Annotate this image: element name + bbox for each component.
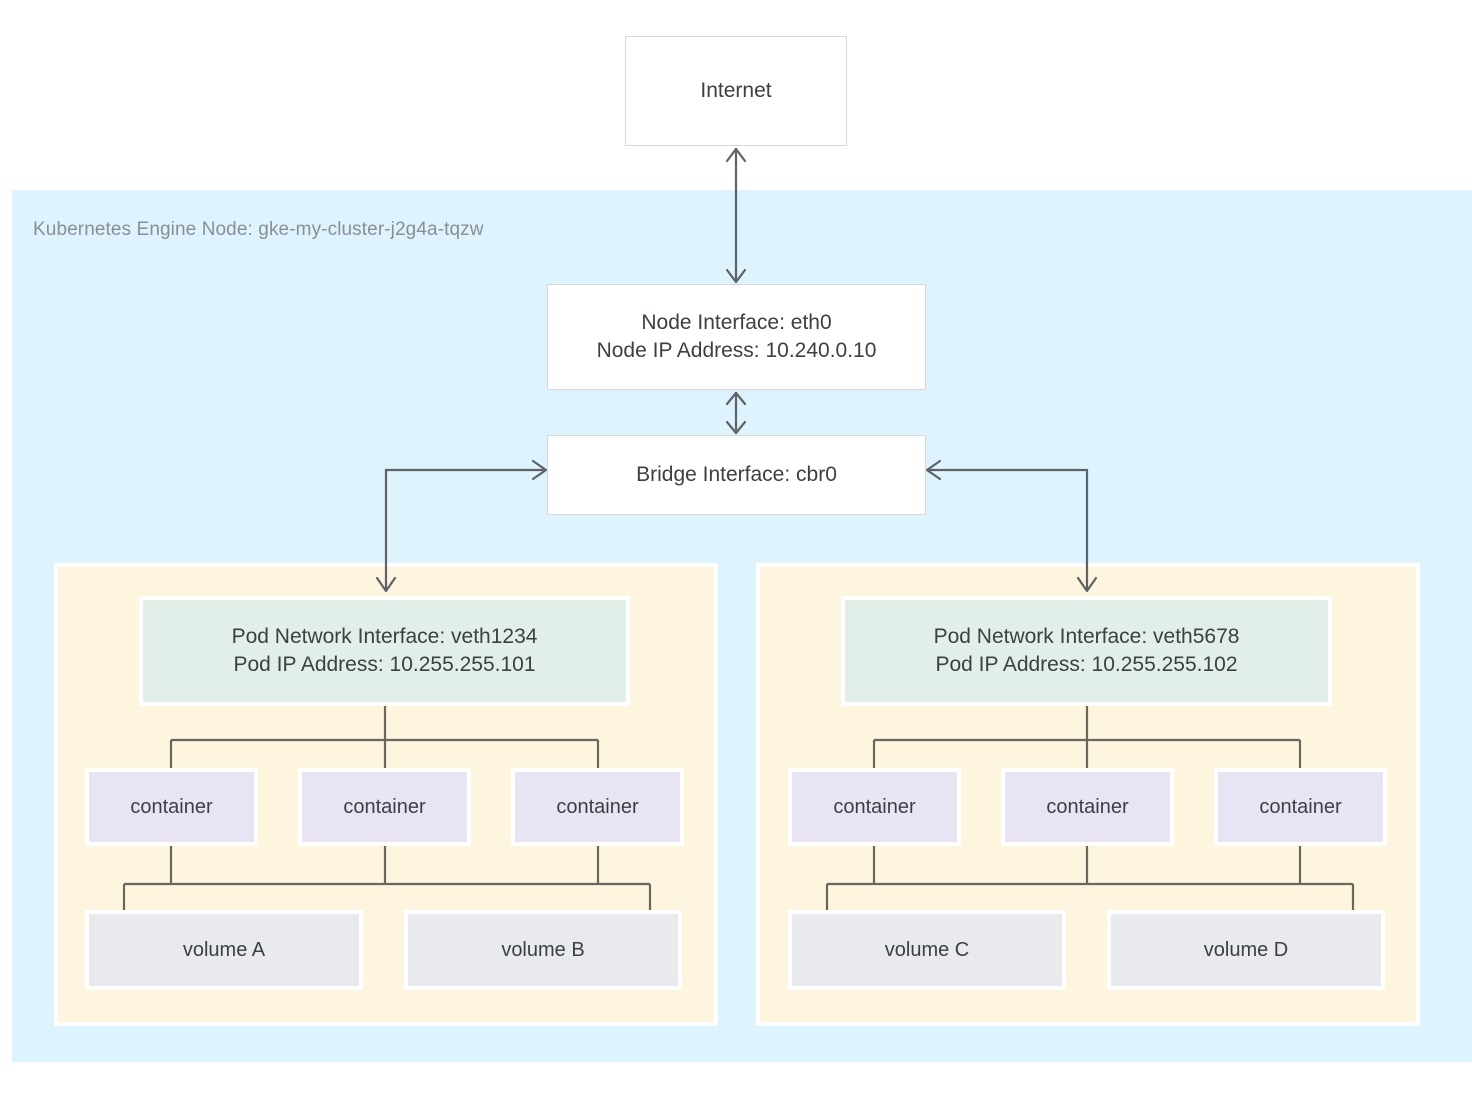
pod-1-network-interface-box[interactable]: Pod Network Interface: veth1234 Pod IP A… <box>139 596 630 706</box>
pod-1-container-1[interactable]: container <box>85 768 258 846</box>
internet-label: Internet <box>700 78 772 102</box>
pod-1-container-2[interactable]: container <box>298 768 471 846</box>
container-label: container <box>556 795 639 818</box>
pod-2-container-1[interactable]: container <box>788 768 961 846</box>
container-label: container <box>1259 795 1342 818</box>
internet-box[interactable]: Internet <box>625 36 847 146</box>
node-ip-address: Node IP Address: 10.240.0.10 <box>596 339 877 362</box>
pod-2-volume-d[interactable]: volume D <box>1107 910 1385 990</box>
volume-label: volume C <box>884 938 970 961</box>
container-label: container <box>343 795 426 818</box>
pod-2-container-2[interactable]: container <box>1001 768 1174 846</box>
bridge-interface-box[interactable]: Bridge Interface: cbr0 <box>547 435 926 515</box>
volume-label: volume B <box>501 938 585 961</box>
container-label: container <box>130 795 213 818</box>
volume-label: volume D <box>1203 938 1289 961</box>
pod-1-volume-b[interactable]: volume B <box>404 910 682 990</box>
pod-2-ip-address: Pod IP Address: 10.255.255.102 <box>935 653 1238 676</box>
node-interface-box[interactable]: Node Interface: eth0 Node IP Address: 10… <box>547 284 926 390</box>
pod-1-container-3[interactable]: container <box>511 768 684 846</box>
pod-2-volume-c[interactable]: volume C <box>788 910 1066 990</box>
volume-label: volume A <box>182 938 266 961</box>
pod-2-network-interface-box[interactable]: Pod Network Interface: veth5678 Pod IP A… <box>841 596 1332 706</box>
node-region-label: Kubernetes Engine Node: gke-my-cluster-j… <box>33 219 484 240</box>
container-label: container <box>833 795 916 818</box>
pod-1-ip-address: Pod IP Address: 10.255.255.101 <box>233 653 536 676</box>
pod-1-volume-a[interactable]: volume A <box>85 910 363 990</box>
node-interface-name: Node Interface: eth0 <box>641 310 832 334</box>
pod-2-interface-name: Pod Network Interface: veth5678 <box>933 624 1240 648</box>
container-label: container <box>1046 795 1129 818</box>
bridge-interface-label: Bridge Interface: cbr0 <box>636 462 837 486</box>
pod-1-interface-name: Pod Network Interface: veth1234 <box>231 624 538 648</box>
pod-2-container-3[interactable]: container <box>1214 768 1387 846</box>
